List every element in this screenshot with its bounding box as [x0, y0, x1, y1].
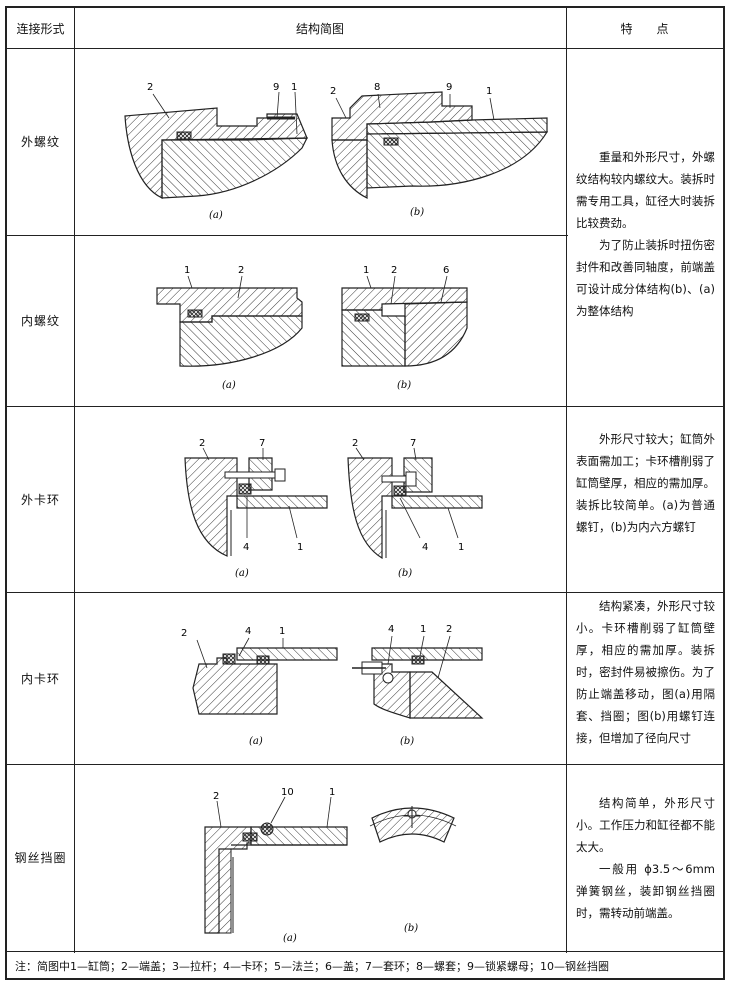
label-b-4: 4 [388, 624, 394, 635]
label-a-1: 1 [329, 787, 335, 798]
label-a-7: 7 [259, 438, 265, 449]
diagram-outer-ring-a: 2 7 4 1 (a) [184, 438, 328, 579]
features-threads-p1: 重量和外形尺寸，外螺纹结构较内螺纹大。装拆时需专用工具，缸径大时装拆比较费劲。 [576, 150, 715, 230]
label-b-1: 1 [420, 624, 426, 635]
label-a-2: 2 [147, 82, 153, 93]
diagram-outer-ring-b: 2 7 4 1 (b) [347, 438, 483, 579]
label-a-1: 1 [184, 265, 190, 276]
header-divider [7, 48, 723, 49]
comparison-table: 连接形式 结构简图 特 点 外螺纹 内螺纹 外卡环 内卡环 钢丝挡圈 重量和外形… [5, 6, 725, 980]
label-a-2: 2 [213, 791, 219, 802]
label-a-2: 2 [238, 265, 244, 276]
features-wire: 结构简单，外形尺寸小。工作压力和缸径都不能太大。 一般用 ϕ3.5～6mm 弹簧… [568, 792, 725, 924]
row-divider-2 [7, 406, 723, 407]
label-b-2: 2 [391, 265, 397, 276]
header-structure-diagram: 结构简图 [295, 21, 344, 36]
diagram-internal-thread-a: 1 2 (a) [156, 265, 303, 391]
label-a-10: 10 [281, 787, 294, 798]
diagram-wire-retainer-b: (b) [369, 806, 457, 934]
caption-a: (a) [222, 380, 236, 391]
features-wire-p2: 一般用 ϕ3.5～6mm 弹簧钢丝，装卸钢丝挡圈时，需转动前端盖。 [576, 862, 715, 920]
label-b-8: 8 [374, 82, 380, 93]
features-threads-p2: 为了防止装拆时扭伤密封件和改善同轴度，前端盖可设计成分体结构(b)、(a)为整体… [576, 238, 715, 318]
header-connection-type: 连接形式 [16, 21, 65, 36]
features-threads: 重量和外形尺寸，外螺纹结构较内螺纹大。装拆时需专用工具，缸径大时装拆比较费劲。 … [568, 146, 725, 322]
label-b-1: 1 [486, 86, 492, 97]
caption-b: (b) [397, 380, 411, 391]
diagram-external-thread-b: 2 8 9 1 (b) [330, 82, 549, 218]
diagram-internal-thread-b: 1 2 6 (b) [341, 265, 468, 391]
features-inner-ring: 结构紧凑，外形尺寸较小。卡环槽削弱了缸筒壁厚，相应的需加厚。装拆时，密封件易被擦… [568, 595, 725, 749]
row-divider-1 [7, 235, 568, 236]
caption-a: (a) [235, 568, 249, 579]
label-b-9: 9 [446, 82, 452, 93]
type-wire-retainer: 钢丝挡圈 [14, 851, 67, 865]
label-a-2: 2 [199, 438, 205, 449]
row-divider-3 [7, 592, 723, 593]
label-b-1: 1 [363, 265, 369, 276]
label-b-2: 2 [330, 86, 336, 97]
col-divider-1 [74, 8, 75, 953]
features-wire-p1: 结构简单，外形尺寸小。工作压力和缸径都不能太大。 [576, 796, 715, 854]
caption-a: (a) [209, 210, 223, 221]
diagram-wire-retainer-a: 2 10 1 (a) [204, 787, 348, 944]
features-outer-ring-text: 外形尺寸较大；缸筒外表面需加工；卡环槽削弱了缸筒壁厚，相应的需加厚。装拆比较简单… [576, 432, 715, 534]
label-b-7: 7 [410, 438, 416, 449]
caption-b: (b) [404, 923, 418, 934]
row-divider-5 [7, 951, 723, 952]
diagram-inner-ring-a: 2 4 1 (a) [181, 626, 338, 747]
caption-b: (b) [400, 736, 414, 747]
caption-a: (a) [283, 933, 297, 944]
features-inner-ring-text: 结构紧凑，外形尺寸较小。卡环槽削弱了缸筒壁厚，相应的需加厚。装拆时，密封件易被擦… [576, 599, 715, 745]
caption-b: (b) [398, 568, 412, 579]
label-b-1: 1 [458, 542, 464, 553]
caption-b: (b) [410, 207, 424, 218]
caption-a: (a) [249, 736, 263, 747]
label-a-2: 2 [181, 628, 187, 639]
label-b-2: 2 [446, 624, 452, 635]
type-internal-thread: 内螺纹 [20, 314, 60, 328]
diagram-inner-ring-b: 4 1 2 (b) [352, 624, 484, 747]
type-inner-snap-ring: 内卡环 [20, 671, 60, 686]
label-a-9: 9 [273, 82, 279, 93]
col-divider-2 [566, 8, 567, 953]
features-outer-ring: 外形尺寸较大；缸筒外表面需加工；卡环槽削弱了缸筒壁厚，相应的需加厚。装拆比较简单… [568, 428, 725, 538]
footnote: 注：简图中1—缸筒；2—端盖；3—拉杆；4—卡环；5—法兰；6—盖；7—套环；8… [15, 960, 609, 973]
row-divider-4 [7, 764, 723, 765]
label-a-1: 1 [279, 626, 285, 637]
label-a-1: 1 [291, 82, 297, 93]
label-a-1: 1 [297, 542, 303, 553]
type-outer-snap-ring: 外卡环 [20, 492, 60, 507]
label-b-4: 4 [422, 542, 428, 553]
label-b-2: 2 [352, 438, 358, 449]
header-features: 特 点 [620, 21, 669, 36]
label-a-4: 4 [243, 542, 249, 553]
label-b-6: 6 [443, 265, 449, 276]
label-a-4: 4 [245, 626, 251, 637]
type-external-thread: 外螺纹 [20, 135, 60, 149]
diagram-external-thread-a: 2 9 1 (a) [124, 82, 308, 221]
